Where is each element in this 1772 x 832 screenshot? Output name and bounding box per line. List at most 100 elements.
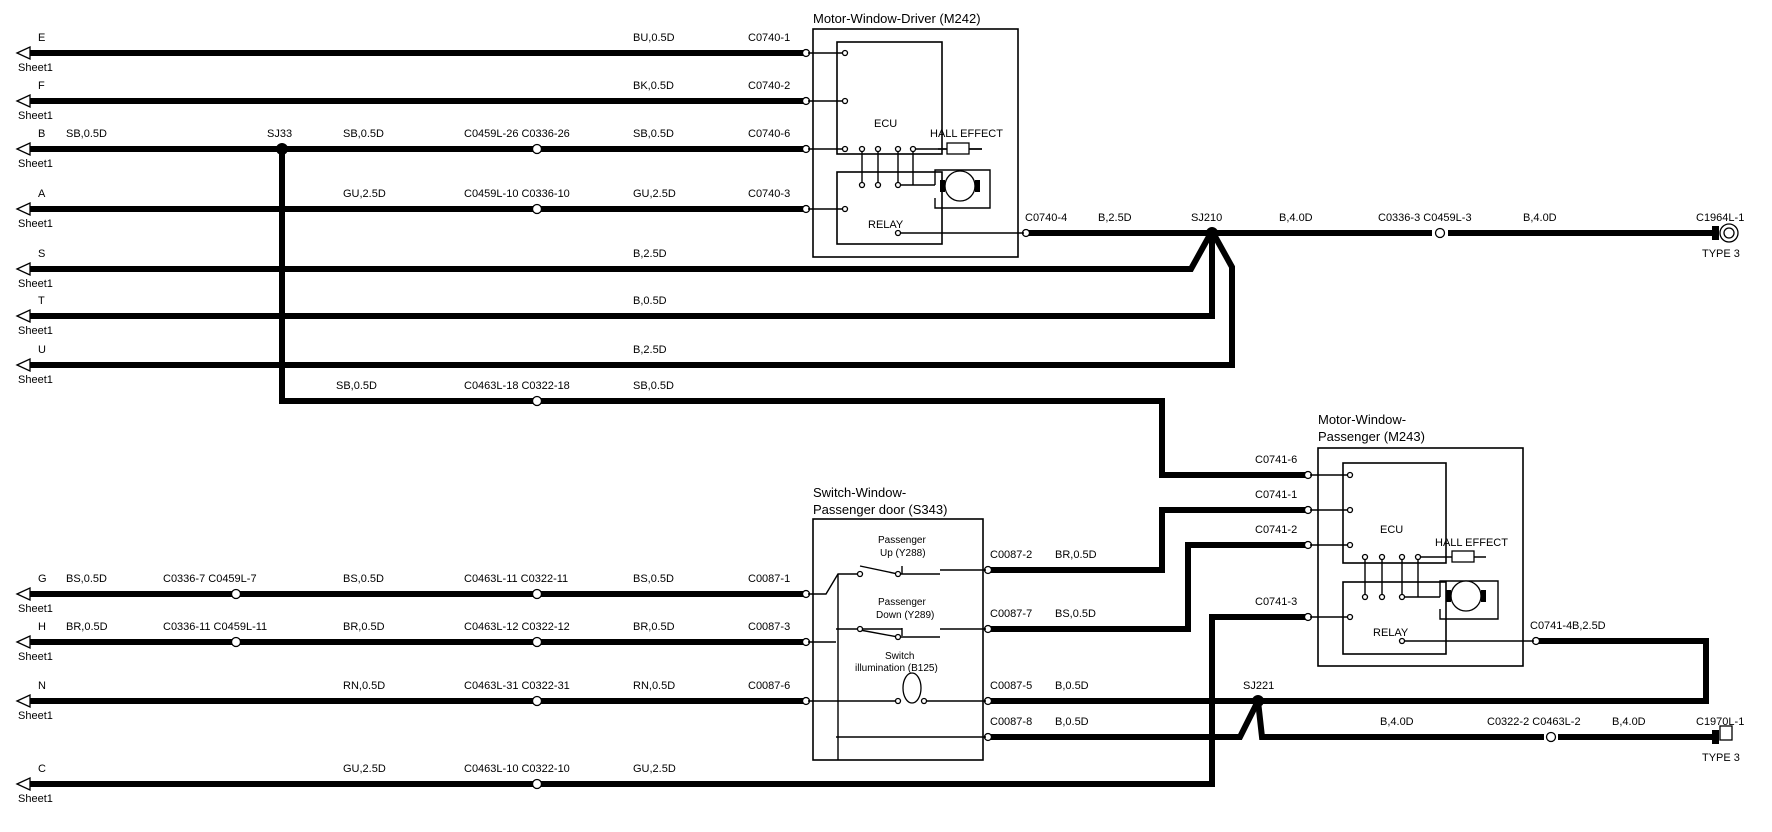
arrow-e[interactable] xyxy=(15,45,31,61)
sheet-name[interactable]: Sheet1 xyxy=(18,325,53,337)
ground-c1970l-1[interactable] xyxy=(1712,725,1733,744)
arrow-f[interactable] xyxy=(15,93,31,109)
splice-sj33[interactable] xyxy=(276,143,288,155)
connector-label: C0322-2 C0463L-2 xyxy=(1487,716,1581,728)
connector-labels: C0740-1 C0740-2 C0740-6 C0740-3 C0740-4 … xyxy=(163,32,1581,775)
wire-label: B,4.0D xyxy=(1612,716,1646,728)
m242-hall-label: HALL EFFECT xyxy=(930,128,1003,140)
arrow-u[interactable] xyxy=(15,357,31,373)
arrow-s[interactable] xyxy=(15,261,31,277)
inline-connector-h-left[interactable] xyxy=(230,636,242,648)
sheet-letter-g: G xyxy=(38,573,47,585)
connector-label: C0740-6 xyxy=(748,128,790,140)
wire-u xyxy=(28,229,1235,368)
m242-title: Motor-Window-Driver (M242) xyxy=(813,11,981,26)
inline-connector-sj210[interactable] xyxy=(1434,227,1446,239)
sheet-name[interactable]: Sheet1 xyxy=(18,218,53,230)
s343-bulb-icon xyxy=(902,672,922,704)
sheet-name[interactable]: Sheet1 xyxy=(18,278,53,290)
inline-connector-g-left[interactable] xyxy=(230,588,242,600)
inline-connector-h-mid[interactable] xyxy=(531,636,543,648)
sheet-name[interactable]: Sheet1 xyxy=(18,603,53,615)
arrow-h[interactable] xyxy=(15,634,31,650)
inline-connector-a[interactable] xyxy=(531,203,543,215)
splice-sj210[interactable] xyxy=(1206,227,1218,239)
sheet-name[interactable]: Sheet1 xyxy=(18,651,53,663)
wire-label: GU,2.5D xyxy=(633,188,676,200)
connector-label: C0740-1 xyxy=(748,32,790,44)
sheet-arrows xyxy=(15,45,31,792)
connector-label: C0463L-10 C0322-10 xyxy=(464,763,570,775)
m242-motor-icon xyxy=(940,170,980,202)
sheet-name[interactable]: Sheet1 xyxy=(18,710,53,722)
m243-relay-box xyxy=(1342,581,1447,655)
arrow-a[interactable] xyxy=(15,201,31,217)
splice-label-sj33: SJ33 xyxy=(267,128,292,140)
wires xyxy=(28,50,1712,787)
ground-label: C1970L-1 xyxy=(1696,716,1744,728)
inline-connector-b[interactable] xyxy=(531,143,543,155)
sheet-letter-u: U xyxy=(38,344,46,356)
sheet-letters: E F B A S T U G H N C xyxy=(38,32,47,775)
arrow-n[interactable] xyxy=(15,693,31,709)
connector-label: C0463L-18 C0322-18 xyxy=(464,380,570,392)
arrow-c[interactable] xyxy=(15,776,31,792)
wire-label: B,4.0D xyxy=(1380,716,1414,728)
module-s343[interactable]: Switch-Window- Passenger door (S343) Pas… xyxy=(808,485,986,761)
wire-label: SB,0.5D xyxy=(66,128,107,140)
connector-label: C0741-3 xyxy=(1255,596,1297,608)
m243-relay-label: RELAY xyxy=(1373,627,1409,639)
module-m243[interactable]: Motor-Window- Passenger (M243) ECU RELAY… xyxy=(1310,412,1534,667)
wire-label: SB,0.5D xyxy=(633,128,674,140)
wire-label: BR,0.5D xyxy=(633,621,675,633)
s343-title-line2: Passenger door (S343) xyxy=(813,502,947,517)
m243-hall-label: HALL EFFECT xyxy=(1435,537,1508,549)
sheet-name[interactable]: Sheet1 xyxy=(18,62,53,74)
wire-c0087-7 xyxy=(990,542,1306,632)
connector-label: C0740-4 xyxy=(1025,212,1067,224)
wire-label: BU,0.5D xyxy=(633,32,675,44)
splice-sj221[interactable] xyxy=(1252,695,1264,707)
wire-label: BS,0.5D xyxy=(66,573,107,585)
wire-label: B,4.0D xyxy=(1279,212,1313,224)
wire-label: GU,2.5D xyxy=(633,763,676,775)
arrow-t[interactable] xyxy=(15,308,31,324)
sheet-letter-h: H xyxy=(38,621,46,633)
arrow-g[interactable] xyxy=(15,586,31,602)
s343-down-line1: Passenger xyxy=(878,597,926,608)
ground-c1964l-1[interactable] xyxy=(1712,223,1739,243)
wire-label: B,2.5D xyxy=(633,344,667,356)
module-m242[interactable]: Motor-Window-Driver (M242) ECU RELAY HAL… xyxy=(808,11,1024,258)
m242-ecu-box xyxy=(836,41,943,155)
sheet-names: Sheet1 Sheet1 Sheet1 Sheet1 Sheet1 Sheet… xyxy=(18,62,53,805)
wire-label: B,2.5D xyxy=(1098,212,1132,224)
wire-label: RN,0.5D xyxy=(633,680,675,692)
ground-type-label: TYPE 3 xyxy=(1702,248,1740,260)
wire-sj221-out xyxy=(1255,700,1544,740)
sheet-letter-a: A xyxy=(38,188,46,200)
sheet-letter-t: T xyxy=(38,295,45,307)
s343-up-line1: Passenger xyxy=(878,535,926,546)
connector-label: C0741-2 xyxy=(1255,524,1297,536)
connector-label: C0087-6 xyxy=(748,680,790,692)
inline-connector-g-mid[interactable] xyxy=(531,588,543,600)
inline-connector-c-mid[interactable] xyxy=(531,778,543,790)
sheet-name[interactable]: Sheet1 xyxy=(18,374,53,386)
sheet-letter-n: N xyxy=(38,680,46,692)
wire-c0087-8 xyxy=(990,699,1261,740)
wire-label: B,2.5D xyxy=(1572,620,1606,632)
arrow-b[interactable] xyxy=(15,141,31,157)
sheet-name[interactable]: Sheet1 xyxy=(18,793,53,805)
s343-illum-line2: illumination (B125) xyxy=(855,663,938,674)
sheet-name[interactable]: Sheet1 xyxy=(18,158,53,170)
inline-connector-n-mid[interactable] xyxy=(531,695,543,707)
inline-connector-sj221[interactable] xyxy=(1545,731,1557,743)
sheet-name[interactable]: Sheet1 xyxy=(18,110,53,122)
inline-connector-sb2[interactable] xyxy=(531,395,543,407)
sheet-letter-c: C xyxy=(38,763,46,775)
splice-label-sj210: SJ210 xyxy=(1191,212,1222,224)
wire-label: BS,0.5D xyxy=(1055,608,1096,620)
wire-label: GU,2.5D xyxy=(343,188,386,200)
connector-label: C0740-2 xyxy=(748,80,790,92)
